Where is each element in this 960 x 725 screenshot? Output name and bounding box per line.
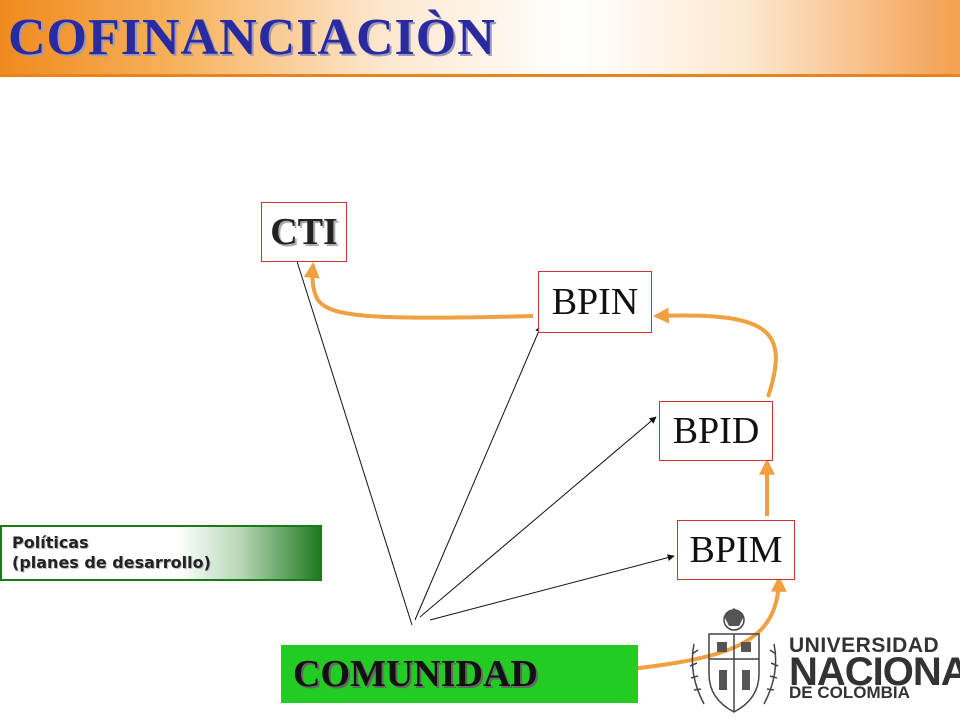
comunidad-label: COMUNIDAD: [293, 653, 538, 695]
flow-bpid-bpin: [652, 307, 778, 398]
link-comunidad-bpid: [419, 416, 657, 618]
link-comunidad-cti: [293, 254, 413, 626]
slide-title: COFINANCIACIÒN: [8, 9, 496, 66]
node-bpin: BPIN: [538, 271, 652, 333]
logo-line-3: DE COLOMBIA: [789, 683, 910, 702]
politicas-box: Políticas (planes de desarrollo): [0, 525, 322, 581]
node-bpid: BPID: [659, 401, 773, 461]
university-logo: UNIVERSIDAD NACIONAL DE COLOMBIA: [684, 604, 960, 720]
flow-bpin-cti: [303, 261, 534, 320]
node-cti: CTI: [261, 202, 347, 262]
politicas-title: Políticas: [12, 533, 89, 552]
link-comunidad-bpin: [414, 325, 542, 621]
link-comunidad-bpim: [429, 554, 675, 621]
logo-line-2: NACIONAL: [789, 650, 960, 694]
node-comunidad: COMUNIDAD: [281, 645, 638, 703]
coat-of-arms-icon: [689, 608, 779, 713]
title-bar: COFINANCIACIÒN: [0, 0, 960, 77]
node-bpim: BPIM: [677, 520, 795, 580]
politicas-subtitle: (planes de desarrollo): [12, 553, 211, 572]
logo-line-1: UNIVERSIDAD: [789, 634, 940, 657]
